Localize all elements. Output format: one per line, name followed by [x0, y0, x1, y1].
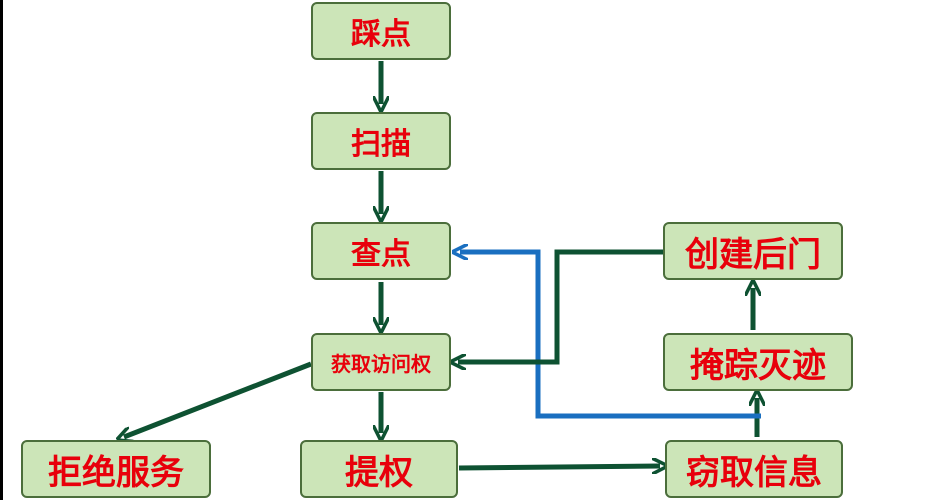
node-cover-tracks: 掩踪灭迹	[663, 333, 853, 391]
node-denial-of-service: 拒绝服务	[21, 440, 211, 498]
arrow-privilege-escalation-to-steal-info	[458, 466, 660, 468]
node-gain-access: 获取访问权	[311, 333, 451, 391]
node-scanning: 扫描	[311, 112, 451, 170]
arrow-create-backdoor-to-gain-access	[458, 249, 663, 362]
node-steal-info: 窃取信息	[665, 440, 843, 498]
node-cover-tracks-label: 掩踪灭迹	[690, 345, 826, 386]
node-scanning-label: 扫描	[351, 127, 411, 162]
node-footprinting: 踩点	[311, 2, 451, 60]
arrow-gain-access-to-denial-of-service	[124, 361, 312, 437]
node-enumeration-label: 查点	[351, 237, 411, 272]
left-border-line	[0, 0, 3, 500]
node-enumeration: 查点	[311, 222, 451, 280]
node-privilege-escalation-label: 提权	[345, 452, 413, 493]
node-footprinting-label: 踩点	[351, 17, 411, 52]
node-create-backdoor-label: 创建后门	[685, 234, 821, 275]
node-gain-access-label: 获取访问权	[331, 351, 431, 376]
node-denial-of-service-label: 拒绝服务	[48, 452, 184, 493]
arrow-cover-tracks-to-enumeration	[460, 252, 761, 419]
node-create-backdoor: 创建后门	[663, 222, 843, 280]
node-privilege-escalation: 提权	[300, 440, 458, 498]
node-steal-info-label: 窃取信息	[686, 452, 822, 493]
